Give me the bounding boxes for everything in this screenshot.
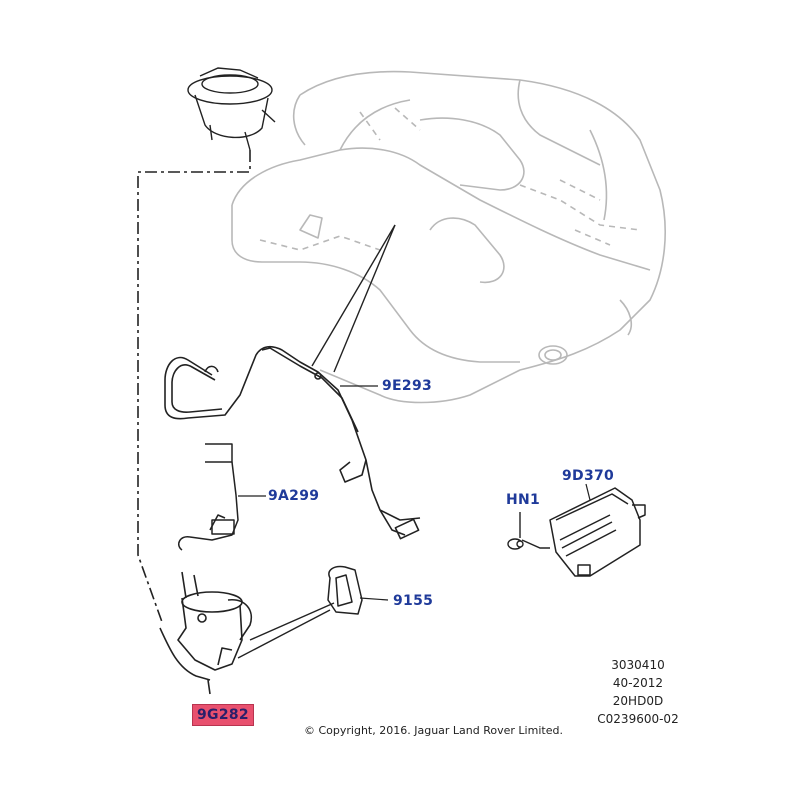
callout-hn1: HN1 (506, 492, 541, 508)
reference-line-2: 40-2012 (612, 676, 664, 690)
callout-9d370: 9D370 (562, 468, 615, 484)
callout-9g282: 9G282 (192, 704, 254, 726)
nut-hn1 (507, 512, 550, 550)
wiring-harness (164, 345, 421, 540)
reference-line-1: 3030410 (611, 658, 665, 672)
callout-leaders (238, 385, 591, 601)
reference-line-3: 20HD0D (612, 694, 664, 708)
fuel-pump-module (159, 571, 252, 695)
callout-9e293: 9E293 (382, 378, 433, 394)
reference-line-4: C0239600-02 (597, 712, 679, 726)
copyright-notice: © Copyright, 2016. Jaguar Land Rover Lim… (304, 724, 563, 737)
fuel-control-module (549, 487, 646, 577)
fuel-cap-assembly (187, 67, 276, 151)
mounting-bracket (327, 565, 363, 615)
fuel-tank (231, 70, 666, 404)
level-sender (178, 443, 239, 551)
callout-9a299: 9A299 (268, 488, 320, 504)
bracket-leader-lines (237, 602, 335, 659)
callout-9155: 9155 (393, 593, 434, 609)
tank-leader-lines (311, 224, 396, 373)
assembly-dashed-line (137, 150, 251, 623)
